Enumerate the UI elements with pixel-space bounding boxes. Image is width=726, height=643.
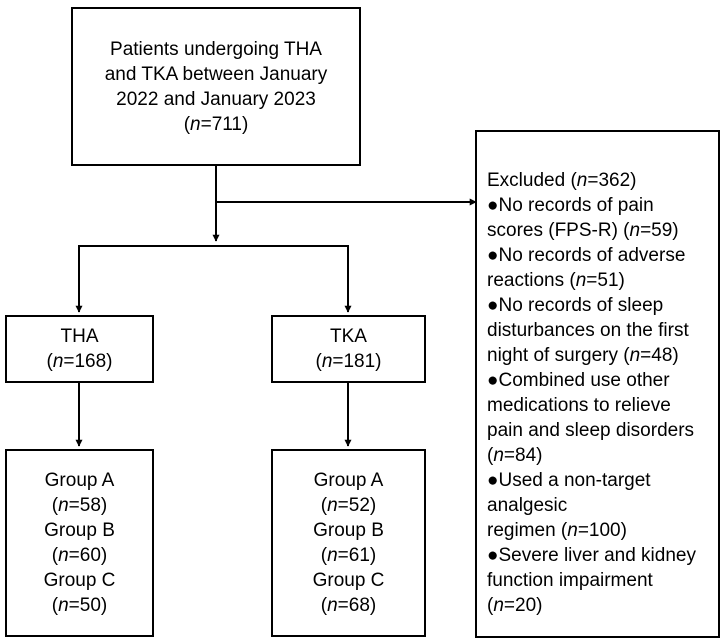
- text-line: (n=181): [315, 349, 381, 374]
- text-line: reactions (n=51): [487, 268, 718, 293]
- text-part: =51): [586, 270, 625, 291]
- text-line: disturbances on the first: [487, 320, 689, 341]
- text-line: (n=50): [52, 593, 107, 618]
- text-line: ●No records of sleep: [487, 295, 664, 316]
- text-line: Group C: [43, 570, 116, 591]
- text-line: regimen (n=100): [487, 518, 718, 543]
- text-line: ●Severe liver and kidney: [487, 545, 696, 566]
- text-part: =60): [68, 545, 108, 566]
- text-line: function impairment: [487, 570, 653, 591]
- text-part: (: [183, 113, 191, 135]
- text-part: =168): [63, 351, 113, 372]
- n-symbol: n: [567, 520, 578, 541]
- text-part: =362): [587, 170, 637, 191]
- text-line: (n=61): [321, 543, 376, 568]
- text-line: ●No records of pain: [487, 195, 654, 216]
- text-line: (n=84): [487, 443, 718, 468]
- text-part: night of surgery (: [487, 345, 630, 366]
- text-part: (: [315, 351, 322, 372]
- text-part: (: [46, 351, 53, 372]
- text-line: ●No records of adverse: [487, 245, 686, 266]
- n-symbol: n: [327, 595, 338, 616]
- text-line: ●Combined use other: [487, 370, 670, 391]
- n-symbol: n: [321, 351, 333, 372]
- text-line: Group B: [44, 520, 115, 541]
- text-part: =68): [337, 595, 377, 616]
- text-part: =20): [503, 595, 543, 616]
- box-tka: TKA(n=181): [271, 315, 426, 383]
- text-part: Excluded (: [487, 170, 577, 191]
- text-line: Group C: [312, 570, 385, 591]
- text-part: =711): [200, 113, 249, 135]
- n-symbol: n: [327, 545, 338, 566]
- text-part: (: [320, 495, 328, 516]
- text-part: =61): [337, 545, 377, 566]
- text-part: =48): [640, 345, 679, 366]
- text-part: =84): [503, 445, 543, 466]
- text-line: night of surgery (n=48): [487, 343, 718, 368]
- text-line: medications to relieve: [487, 395, 671, 416]
- text-line: scores (FPS-R) (n=59): [487, 218, 718, 243]
- text-line: Group A: [313, 470, 384, 491]
- text-part: (: [51, 545, 59, 566]
- text-part: =58): [68, 495, 108, 516]
- text-line: Group B: [313, 520, 384, 541]
- text-part: (: [51, 595, 59, 616]
- n-symbol: n: [58, 545, 69, 566]
- text-part: =181): [332, 351, 382, 372]
- text-line: pain and sleep disorders: [487, 420, 695, 441]
- text-part: =100): [577, 520, 627, 541]
- text-part: scores (FPS-R) (: [487, 220, 630, 241]
- text-line: TKA: [330, 326, 367, 347]
- text-part: =50): [68, 595, 108, 616]
- text-line: (n=52): [321, 493, 376, 518]
- text-line: (n=168): [46, 349, 112, 374]
- text-part: regimen (: [487, 520, 568, 541]
- box-tha-groups: Group A(n=58)Group B(n=60)Group C(n=50): [5, 449, 154, 637]
- n-symbol: n: [327, 495, 338, 516]
- box-tha: THA(n=168): [5, 315, 154, 383]
- text-part: (: [320, 545, 328, 566]
- text-line: Group A: [44, 470, 115, 491]
- text-line: (n=68): [321, 593, 376, 618]
- n-symbol: n: [493, 595, 504, 616]
- text-line: (n=20): [487, 593, 718, 618]
- text-part: reactions (: [487, 270, 576, 291]
- text-line: ●Used a non-target: [487, 470, 651, 491]
- text-part: (: [51, 495, 59, 516]
- n-symbol: n: [52, 351, 64, 372]
- box-tka-groups: Group A(n=52)Group B(n=61)Group C(n=68): [271, 449, 426, 637]
- text-part: (: [487, 445, 494, 466]
- text-line: Excluded (n=362): [487, 168, 718, 193]
- text-line: and TKA between January: [104, 63, 328, 85]
- n-symbol: n: [575, 270, 587, 291]
- text-line: analgesic: [487, 495, 568, 516]
- n-symbol: n: [629, 345, 641, 366]
- text-line: (n=58): [52, 493, 107, 518]
- text-line: 2022 and January 2023: [116, 88, 316, 110]
- n-symbol: n: [58, 495, 69, 516]
- n-symbol: n: [629, 220, 641, 241]
- n-symbol: n: [493, 445, 504, 466]
- text-part: =52): [337, 495, 377, 516]
- n-symbol: n: [190, 113, 201, 135]
- text-part: (: [487, 595, 494, 616]
- text-part: =59): [640, 220, 679, 241]
- text-line: (n=60): [52, 543, 107, 568]
- n-symbol: n: [576, 170, 588, 191]
- text-line: (n=711): [184, 112, 249, 137]
- box-all-patients: Patients undergoing THA and TKA between J…: [71, 7, 361, 166]
- text-part: (: [320, 595, 328, 616]
- text-line: THA: [60, 326, 99, 347]
- n-symbol: n: [58, 595, 69, 616]
- text-line: Patients undergoing THA: [110, 38, 322, 60]
